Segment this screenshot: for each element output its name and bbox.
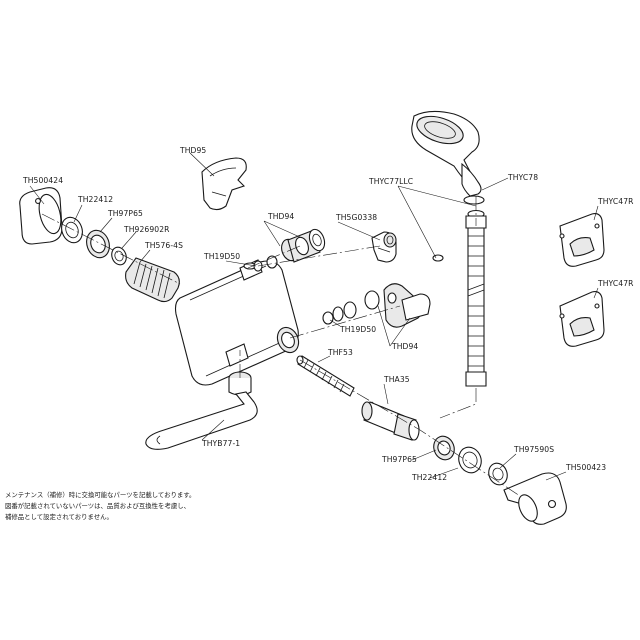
label-thyb77-1: THYB77-1 [201,439,240,448]
label-thd94-mid: THD94 [391,342,418,351]
label-thf53: THF53 [327,348,353,357]
label-th500423: TH500423 [565,463,606,472]
left-handle-assembly [19,187,180,303]
shower-head [411,110,485,219]
part-labels: TH500424 TH22412 TH97P65 TH926902R TH576… [22,146,634,482]
label-th97p65-bot: TH97P65 [381,455,417,464]
label-th22412-bot: TH22412 [411,473,447,482]
label-th22412-top: TH22412 [77,195,113,204]
assembly-centerlines [41,196,521,497]
label-thyc78: THYC78 [507,173,538,182]
label-tha35: THA35 [383,375,410,384]
hook-bracket-1 [559,213,605,267]
elbow-fitting [371,231,397,263]
mixer-body [174,259,300,386]
label-th926902r: TH926902R [123,225,170,234]
filter-screen [296,355,355,397]
label-th19d50-top: TH19D50 [203,252,240,261]
label-thyc47r-2: THYC47R [597,279,634,288]
leader-lines [29,152,599,481]
spout [145,371,258,450]
note-line-2: 図番が記載されていないパーツは、品質および互換性を考慮し、 [5,502,191,510]
note-line-3: 補修品として設定されておりません。 [5,513,113,521]
label-th5g0338: TH5G0338 [335,213,377,222]
shower-hose [432,215,487,387]
label-th500424: TH500424 [22,176,63,185]
label-thyc77llc: THYC77LLC [368,177,413,186]
label-th97590s: TH97590S [513,445,554,454]
hook-bracket-2 [559,291,605,347]
label-th576-4s: TH576-4S [144,241,183,250]
label-th97p65-top: TH97P65 [107,209,143,218]
thd94-top-group [253,228,326,272]
maintenance-note: メンテナンス（補修）時に交換可能なパーツを記載しております。 図番が記載されてい… [5,490,265,523]
thd95-cover [201,157,247,211]
note-line-1: メンテナンス（補修）時に交換可能なパーツを記載しております。 [5,491,196,499]
label-thyc47r-1: THYC47R [597,197,634,206]
right-handle-assembly [433,435,567,525]
inlet-fitting [361,401,420,441]
thd94-mid-group [322,283,431,328]
label-th19d50-mid: TH19D50 [339,325,376,334]
label-thd95: THD95 [179,146,206,155]
label-thd94-top: THD94 [267,212,294,221]
